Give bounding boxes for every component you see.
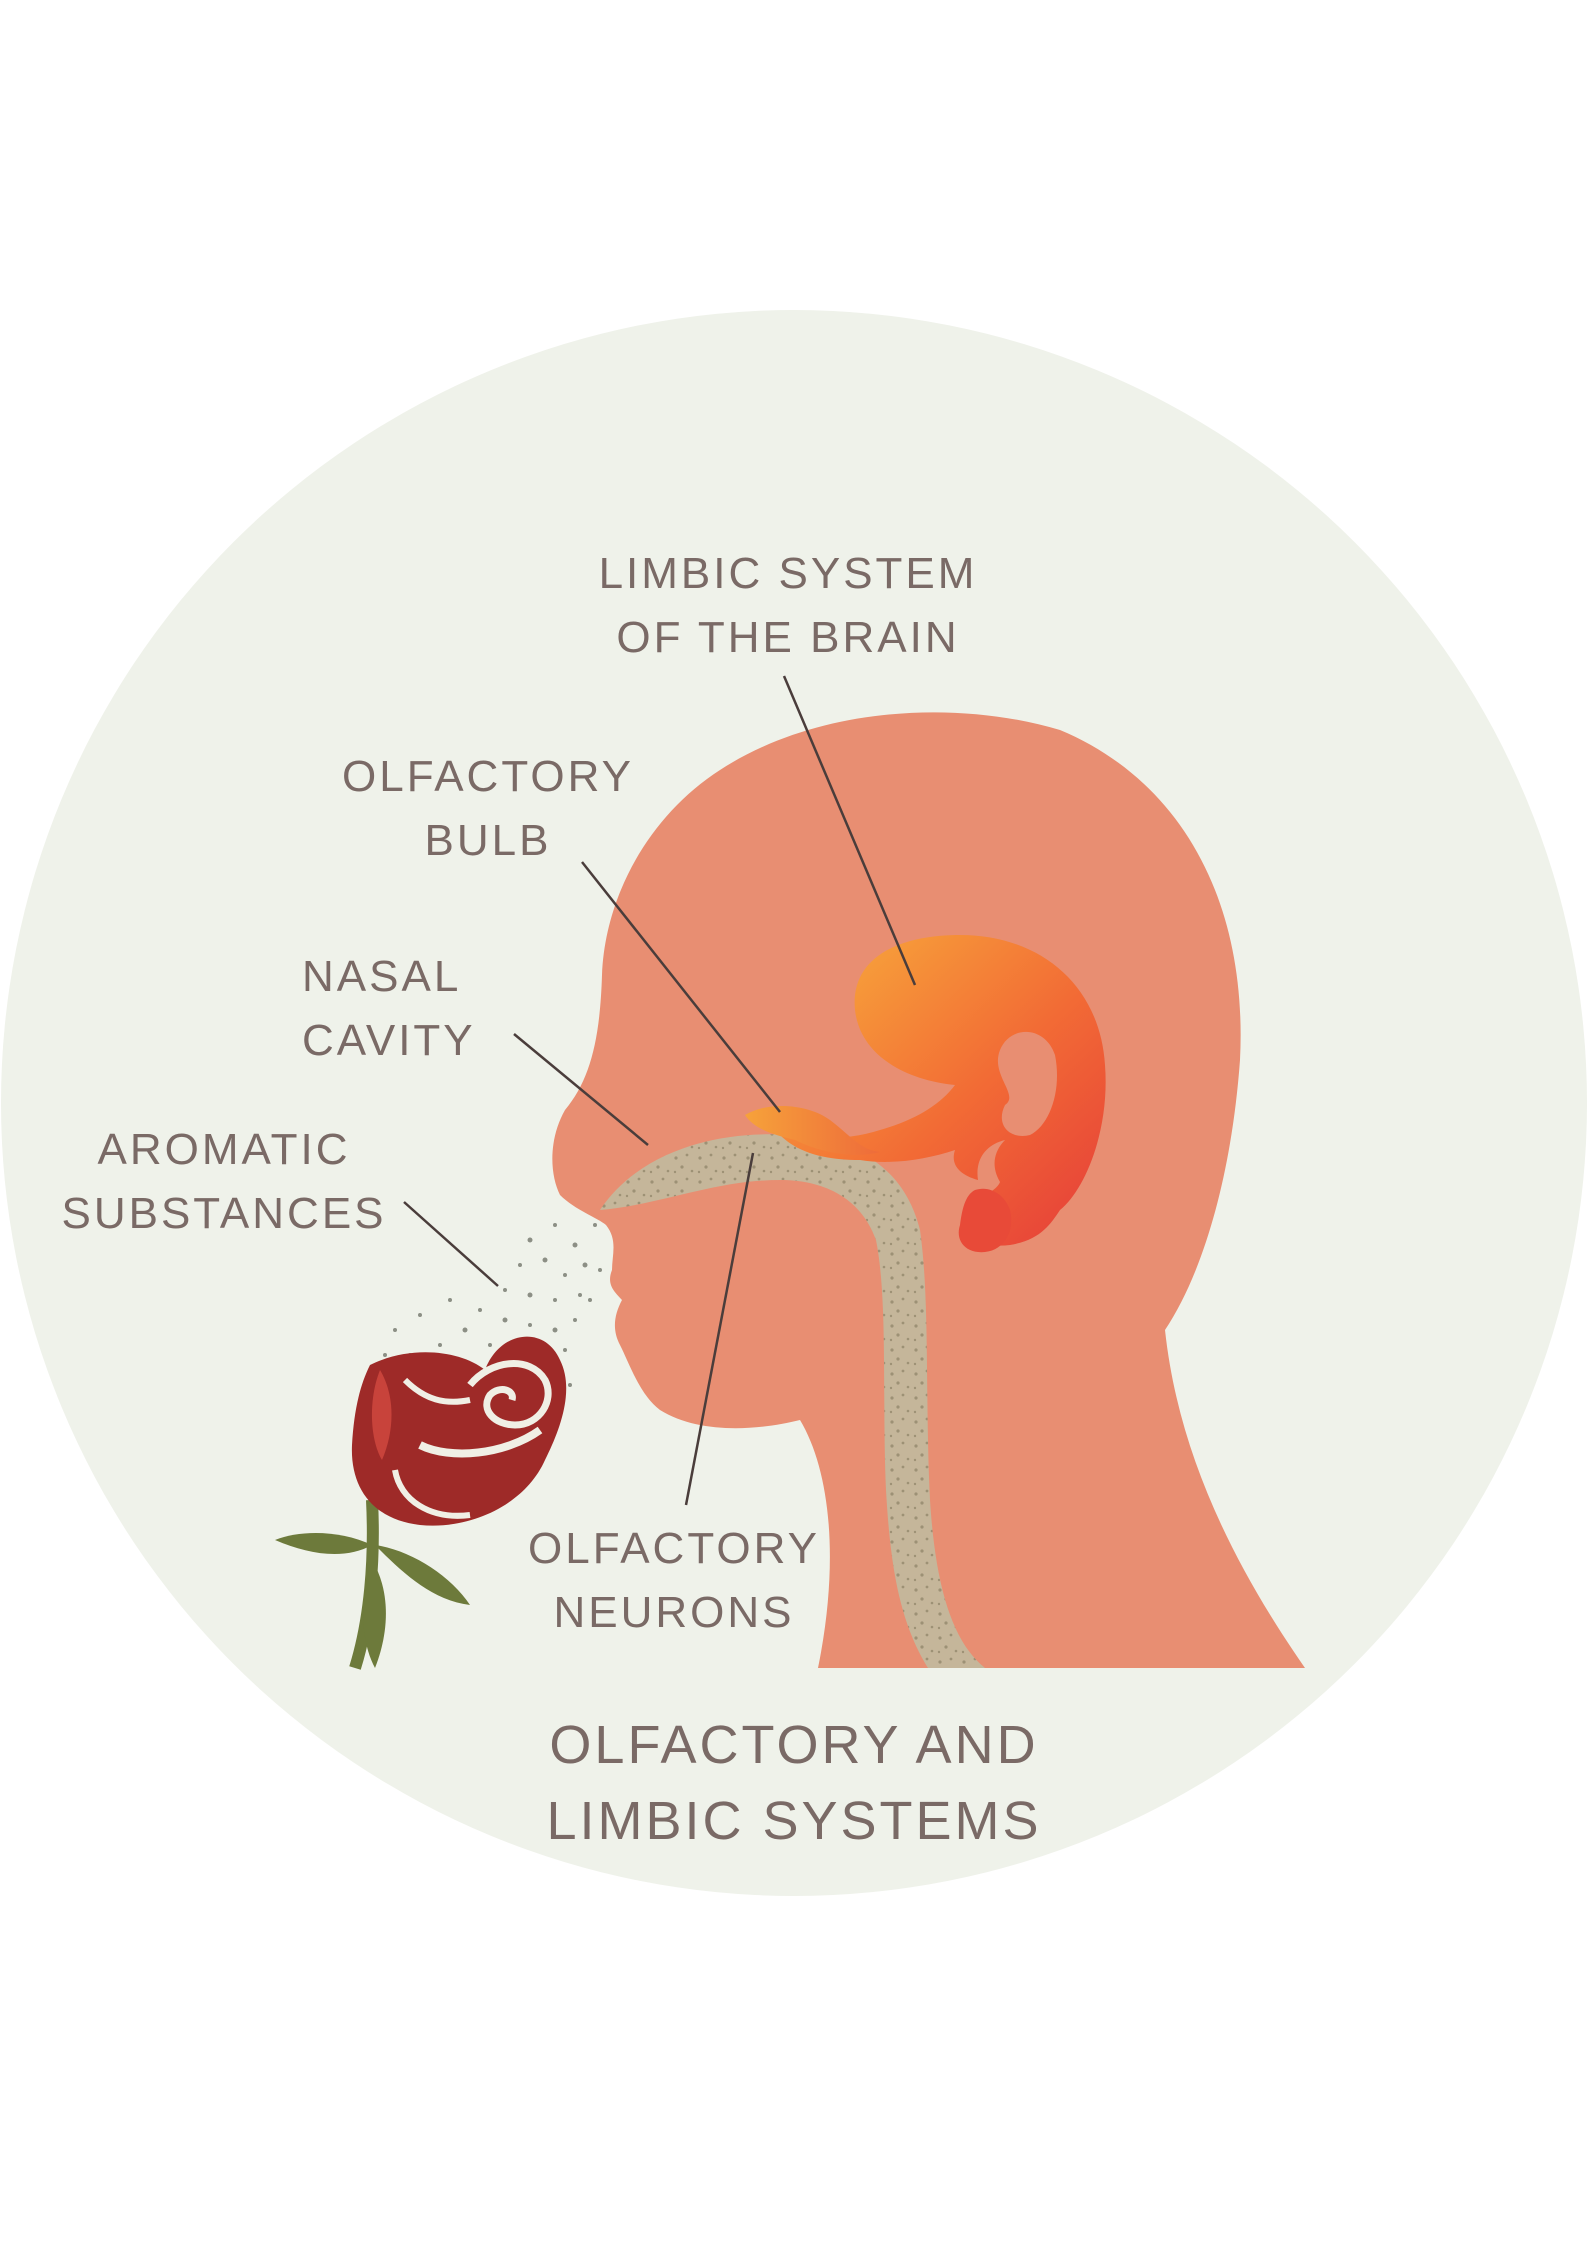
diagram-title: OLFACTORY AND LIMBIC SYSTEMS: [480, 1718, 1108, 1848]
label-olfactory-bulb: OLFACTORY BULB: [332, 755, 644, 863]
label-aromatic-line2: SUBSTANCES: [61, 1189, 387, 1238]
label-neurons-line1: OLFACTORY: [528, 1524, 820, 1573]
leader-olfactory-bulb: [581, 861, 781, 1113]
label-olfactory-neurons: OLFACTORY NEURONS: [518, 1527, 830, 1635]
label-limbic-system: LIMBIC SYSTEM OF THE BRAIN: [596, 552, 980, 660]
label-nasal-cavity-line2: CAVITY: [302, 1016, 476, 1065]
head-silhouette: [552, 712, 1305, 1668]
leader-lines: [403, 675, 917, 1506]
label-limbic-line1: LIMBIC SYSTEM: [598, 549, 978, 598]
leader-aromatic: [403, 1201, 499, 1287]
label-aromatic-line1: AROMATIC: [97, 1125, 351, 1174]
olfactory-bulb: [745, 1105, 880, 1155]
label-nasal-cavity: NASAL CAVITY: [302, 955, 502, 1063]
leader-nasal-cavity: [513, 1033, 649, 1146]
rose-illustration: [275, 1336, 567, 1670]
label-aromatic-substances: AROMATIC SUBSTANCES: [56, 1128, 392, 1236]
label-limbic-line2: OF THE BRAIN: [616, 613, 960, 662]
label-olfactory-bulb-line1: OLFACTORY: [342, 752, 634, 801]
label-neurons-line2: NEURONS: [553, 1588, 795, 1637]
limbic-system: [780, 935, 1106, 1246]
title-line1: OLFACTORY AND: [549, 1715, 1039, 1775]
label-nasal-cavity-line1: NASAL: [302, 952, 462, 1001]
label-olfactory-bulb-line2: BULB: [424, 816, 552, 865]
leader-limbic: [782, 675, 917, 986]
leader-neurons: [684, 1152, 755, 1506]
limbic-inner: [997, 1031, 1058, 1136]
airway-passage: [600, 1134, 985, 1668]
limbic-lower: [958, 1188, 1012, 1253]
title-line2: LIMBIC SYSTEMS: [546, 1791, 1042, 1851]
